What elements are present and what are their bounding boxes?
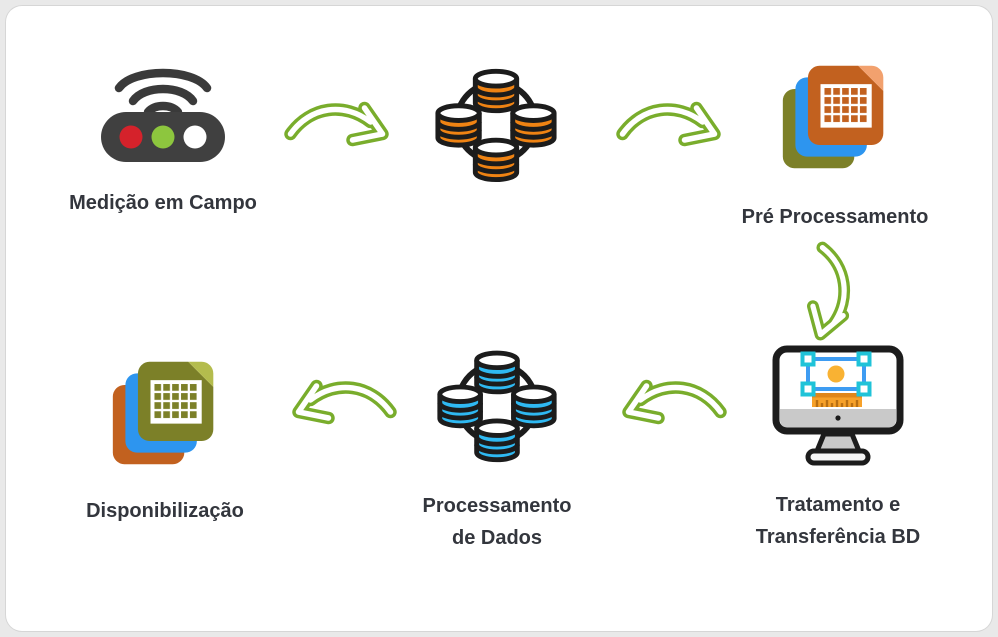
node-label-treatment-transfer: Tratamento e Transferência BD [756, 489, 921, 553]
node-raw-database [432, 58, 560, 186]
flow-arrow-right-icon [284, 101, 389, 147]
wireless-sensor-icon [101, 68, 225, 162]
spreadsheet-stack-orange-icon [782, 65, 884, 169]
node-availability: Disponibilização [52, 356, 278, 524]
flow-arrow-down-icon [807, 241, 851, 341]
flow-arrow-right-icon [616, 101, 721, 147]
database-cluster-blue-icon [437, 350, 557, 463]
label-line-1: Tratamento e [775, 494, 901, 516]
spreadsheet-stack-olive-icon [112, 361, 214, 465]
node-field-measurement: Medição em Campo [50, 60, 276, 216]
node-label-data-processing: Processamento de Dados [423, 490, 572, 554]
node-label-availability: Disponibilização [86, 500, 244, 522]
database-cluster-orange-icon [435, 68, 557, 183]
monitor-design-icon [772, 345, 904, 466]
label-line-2: Transferência BD [755, 526, 921, 548]
flow-arrow-left-icon [622, 379, 727, 425]
label-line-1: Processamento [422, 495, 572, 517]
label-line-2: de Dados [451, 527, 543, 549]
node-label-field-measurement: Medição em Campo [69, 192, 257, 214]
node-data-processing: Processamento de Dados [384, 340, 610, 554]
flow-arrow-left-icon [292, 379, 397, 425]
node-pre-processing: Pré Processamento [723, 60, 947, 230]
node-treatment-transfer: Tratamento e Transferência BD [718, 345, 958, 553]
node-label-pre-processing: Pré Processamento [741, 206, 929, 228]
diagram-canvas: Medição em Campo [6, 6, 992, 631]
